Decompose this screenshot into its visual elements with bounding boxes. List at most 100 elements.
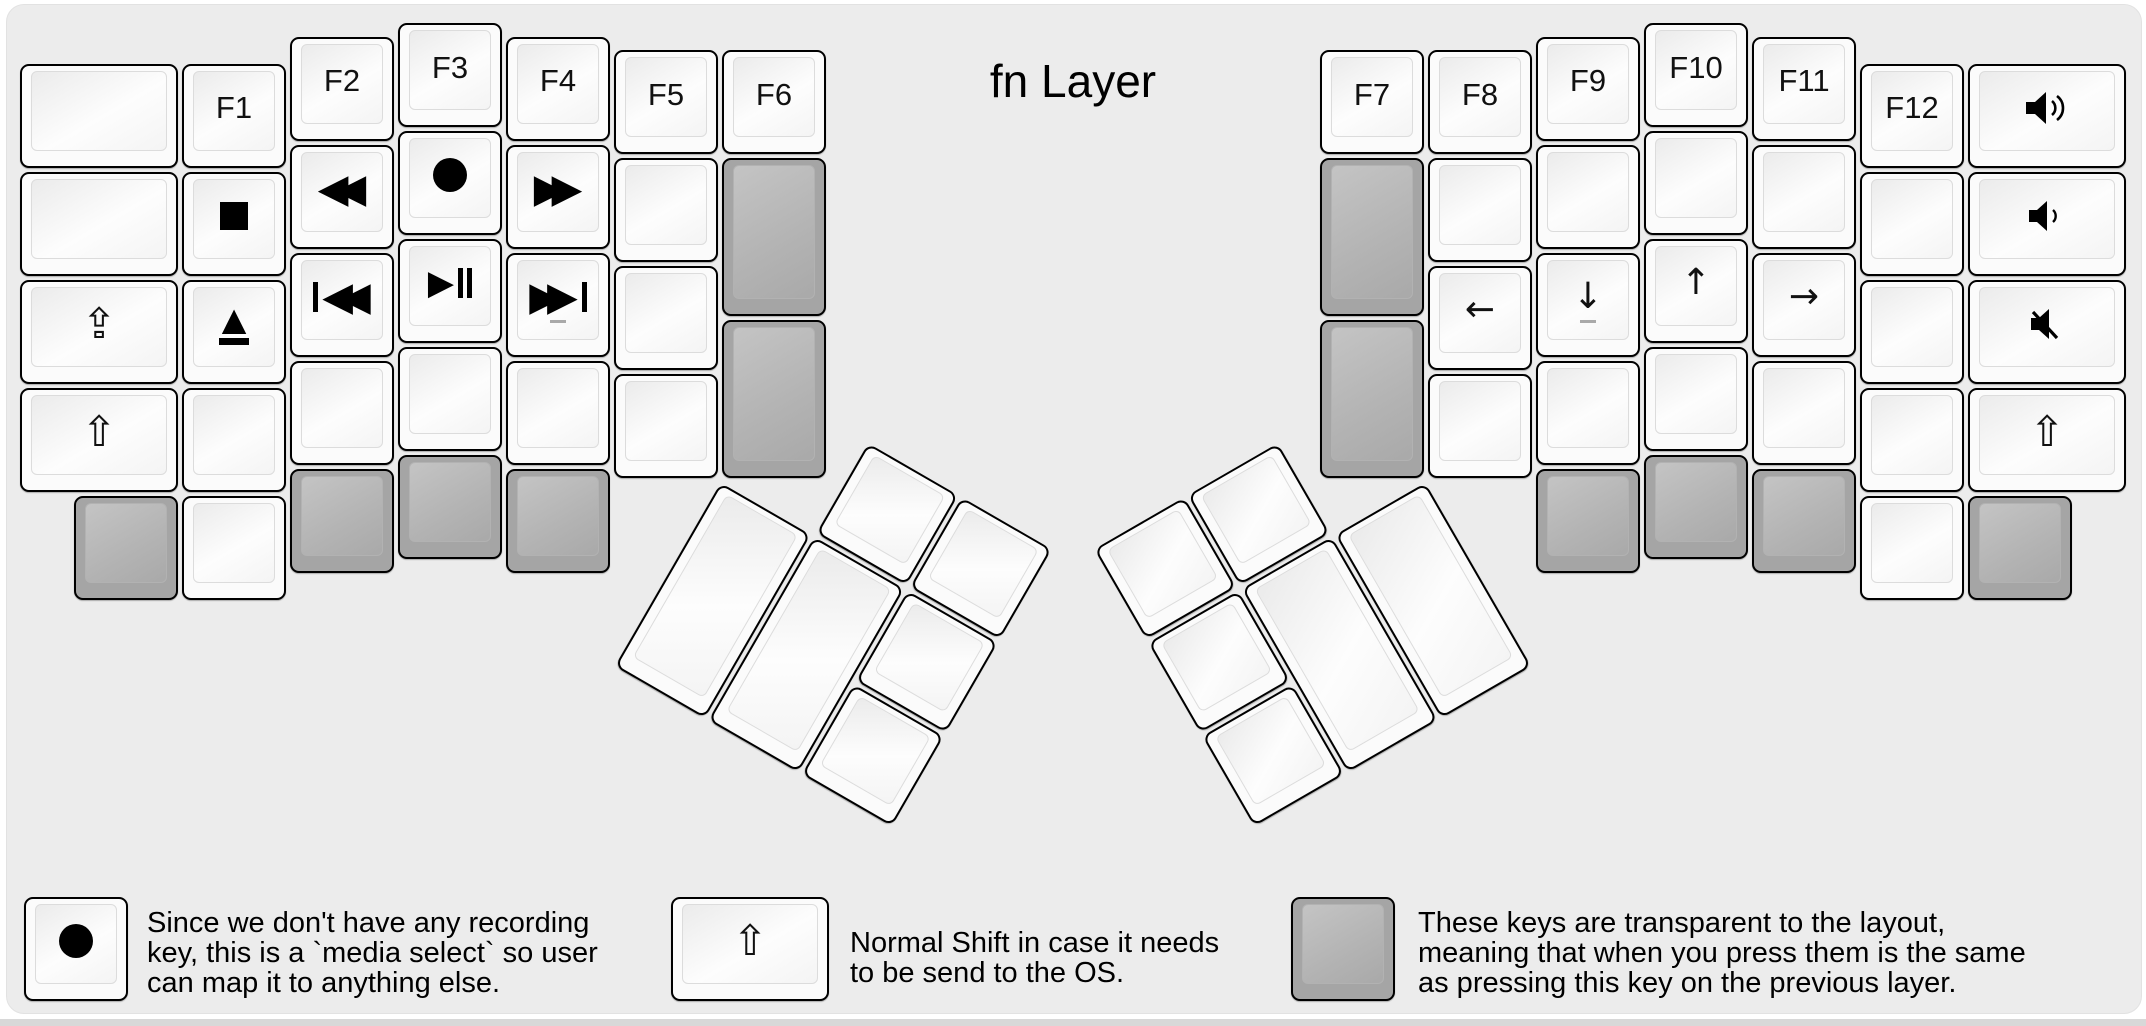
blank-key[interactable]	[614, 266, 718, 370]
down-arrow-key[interactable]: ↓	[1536, 252, 1640, 357]
volume-up-key[interactable]	[1968, 63, 2126, 168]
legend-record-item	[24, 897, 128, 1001]
transparent-key[interactable]	[1536, 468, 1640, 573]
keycap-top	[1547, 475, 1629, 556]
keycap-top: →	[1763, 259, 1845, 340]
key-f3[interactable]: F3	[398, 23, 502, 127]
key-f4[interactable]: F4	[506, 36, 610, 141]
shift-key-glyph: ⇧	[2029, 406, 2065, 456]
blank-key[interactable]	[182, 387, 286, 492]
key-label: F8	[1461, 76, 1499, 112]
keycap-top: F9	[1547, 43, 1629, 124]
blank-key[interactable]	[1644, 347, 1748, 451]
key-f9[interactable]: F9	[1536, 36, 1640, 141]
blank-key[interactable]	[182, 495, 286, 600]
blank-key[interactable]	[290, 360, 394, 465]
eject-key[interactable]: ▲	[182, 279, 286, 384]
transparent-key[interactable]	[74, 495, 178, 600]
legend-transparent-key	[1291, 897, 1395, 1001]
keycap-top: F1	[193, 70, 275, 151]
key-f7[interactable]: F7	[1320, 50, 1424, 154]
shift-key[interactable]: ⇧	[1968, 387, 2126, 492]
window-edge-strip	[0, 1019, 2146, 1026]
blank-key[interactable]	[1536, 360, 1640, 465]
key-label: F10	[1669, 49, 1723, 85]
transparent-key[interactable]	[1644, 455, 1748, 559]
transparent-key[interactable]	[722, 158, 826, 316]
blank-key[interactable]	[1860, 495, 1964, 600]
blank-key[interactable]	[1860, 387, 1964, 492]
blank-key[interactable]	[1428, 158, 1532, 262]
transparent-key[interactable]	[1320, 320, 1424, 478]
up-arrow-key[interactable]: ↑	[1644, 239, 1748, 343]
volume-down-key[interactable]	[1968, 171, 2126, 276]
key-f10[interactable]: F10	[1644, 23, 1748, 127]
keycap-top	[517, 475, 599, 556]
keycap-top: ▲	[193, 286, 275, 367]
transparent-key[interactable]	[722, 320, 826, 478]
keycap-top: F2	[301, 43, 383, 124]
keycap-top: ←	[1439, 273, 1521, 353]
keycap-top	[1655, 138, 1737, 218]
right-arrow-key[interactable]: →	[1752, 252, 1856, 357]
left-arrow-key[interactable]: ←	[1428, 266, 1532, 370]
keycap-top	[1871, 286, 1953, 367]
blank-key[interactable]	[1752, 360, 1856, 465]
keycap-top: F7	[1331, 57, 1413, 137]
fast-forward-key[interactable]: ▶▶	[506, 144, 610, 249]
keycap-top	[31, 178, 167, 259]
blank-key[interactable]	[1536, 144, 1640, 249]
previous-track-key[interactable]: ◀◀	[290, 252, 394, 357]
keycap-top	[31, 70, 167, 151]
shift-key[interactable]: ⇧	[20, 387, 178, 492]
key-f11[interactable]: F11	[1752, 36, 1856, 141]
blank-key[interactable]	[1644, 131, 1748, 235]
key-f6[interactable]: F6	[722, 50, 826, 154]
legend-shift-item: ⇧	[671, 897, 829, 1001]
caps-shift-key[interactable]: ⇪	[20, 279, 178, 384]
blank-key[interactable]	[398, 347, 502, 451]
keycap-top	[193, 178, 275, 259]
keycap-top	[1979, 70, 2115, 151]
key-f5[interactable]: F5	[614, 50, 718, 154]
media-select-record-key[interactable]	[398, 131, 502, 235]
record-icon	[433, 158, 467, 192]
key-f12[interactable]: F12	[1860, 63, 1964, 168]
keycap-top	[517, 367, 599, 448]
key-f8[interactable]: F8	[1428, 50, 1532, 154]
transparent-key[interactable]	[398, 455, 502, 559]
stop-key[interactable]	[182, 171, 286, 276]
key-label: F11	[1778, 63, 1830, 98]
transparent-key[interactable]	[290, 468, 394, 573]
blank-key[interactable]	[1752, 144, 1856, 249]
keycap-top	[1200, 454, 1312, 566]
transparent-key[interactable]	[1320, 158, 1424, 316]
key-f1[interactable]: F1	[182, 63, 286, 168]
mute-key[interactable]	[1968, 279, 2126, 384]
blank-key[interactable]	[614, 158, 718, 262]
blank-key[interactable]	[506, 360, 610, 465]
play-pause-key[interactable]: ▶	[398, 239, 502, 343]
transparent-key[interactable]	[506, 468, 610, 573]
key-label: F2	[323, 63, 361, 98]
keycap-top	[1331, 165, 1413, 299]
stop-icon	[220, 201, 248, 230]
next-track-key[interactable]: ▶▶	[506, 252, 610, 357]
key-label: F9	[1569, 63, 1607, 98]
transparent-key[interactable]	[1752, 468, 1856, 573]
blank-key[interactable]	[1860, 279, 1964, 384]
blank-key[interactable]	[1428, 374, 1532, 478]
rewind-key[interactable]: ◀◀	[290, 144, 394, 249]
blank-key[interactable]	[20, 171, 178, 276]
keycap-top	[409, 138, 491, 218]
keycap-top	[1763, 475, 1845, 556]
key-label: F3	[431, 49, 469, 85]
key-f2[interactable]: F2	[290, 36, 394, 141]
transparent-key[interactable]	[1968, 495, 2072, 600]
blank-key[interactable]	[1860, 171, 1964, 276]
keycap-top	[1655, 354, 1737, 434]
blank-key[interactable]	[614, 374, 718, 478]
blank-key[interactable]	[20, 63, 178, 168]
